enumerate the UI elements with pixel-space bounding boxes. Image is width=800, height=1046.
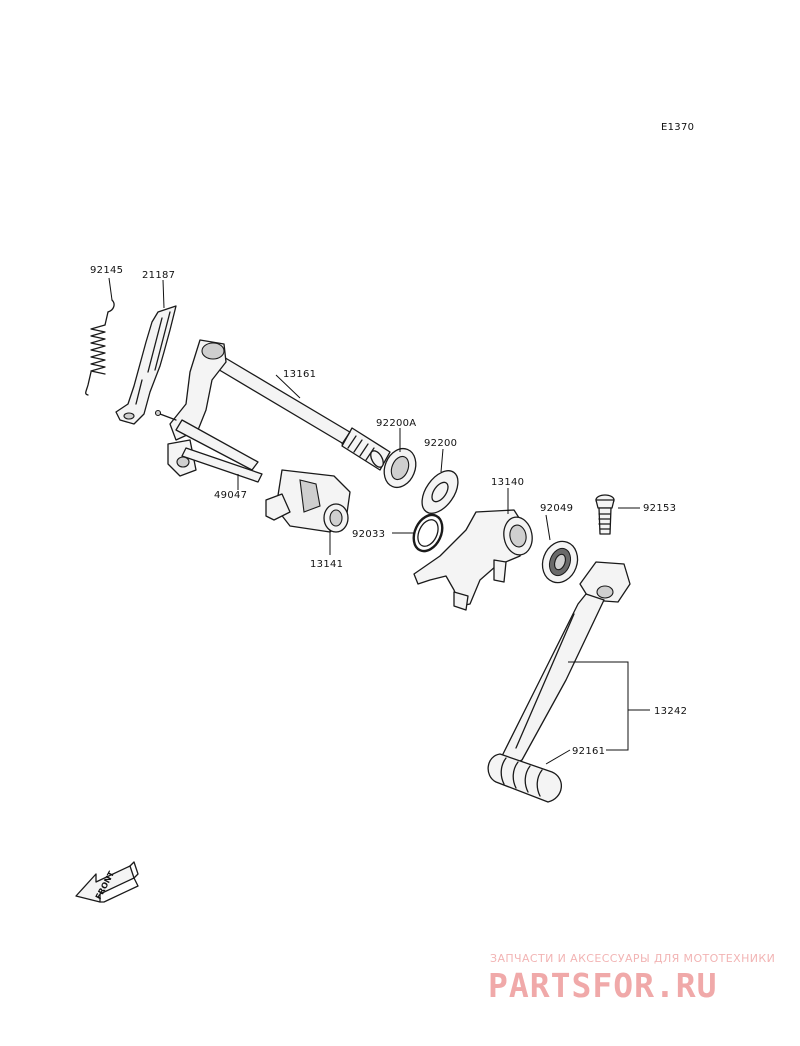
shift-pedal-13242[interactable] — [499, 561, 631, 767]
bolt-92153[interactable] — [595, 494, 615, 535]
leader-lines — [108, 277, 650, 765]
callout-92033: 92033 — [352, 529, 385, 540]
callout-92200: 92200 — [424, 438, 457, 449]
spring-92145[interactable] — [85, 299, 115, 396]
cam-13141[interactable] — [265, 469, 351, 533]
shift-arm-13140[interactable] — [413, 509, 535, 611]
shift-shaft-13161[interactable] — [154, 339, 391, 477]
callout-92200A: 92200A — [376, 418, 416, 429]
watermark-tagline: ЗАПЧАСТИ И АКСЕССУАРЫ ДЛЯ МОТОТЕХНИКИ — [490, 952, 776, 965]
front-arrow: FRONT — [75, 861, 139, 903]
callout-13140: 13140 — [491, 477, 524, 488]
callout-13161: 13161 — [283, 369, 316, 380]
oil-seal-92049[interactable] — [537, 536, 583, 587]
callout-92153: 92153 — [643, 503, 676, 514]
callout-92145: 92145 — [90, 265, 123, 276]
callout-49047: 49047 — [214, 490, 247, 501]
collar-92200A[interactable] — [379, 444, 422, 492]
pin-49047[interactable] — [181, 447, 263, 483]
callout-92161: 92161 — [572, 746, 605, 757]
callout-13242: 13242 — [654, 706, 687, 717]
circlip-92033[interactable] — [408, 510, 448, 555]
washer-92200[interactable] — [415, 464, 465, 519]
rubber-92161[interactable] — [487, 753, 562, 803]
watermark-brand: PARTSFOR.RU — [488, 966, 718, 1005]
callout-labels: 92145 21187 13161 92200A 92200 49047 131… — [90, 265, 687, 757]
callout-13141: 13141 — [310, 559, 343, 570]
diagram-code: E1370 — [661, 122, 694, 133]
plate-21187[interactable] — [115, 305, 177, 425]
callout-21187: 21187 — [142, 270, 175, 281]
callout-92049: 92049 — [540, 503, 573, 514]
